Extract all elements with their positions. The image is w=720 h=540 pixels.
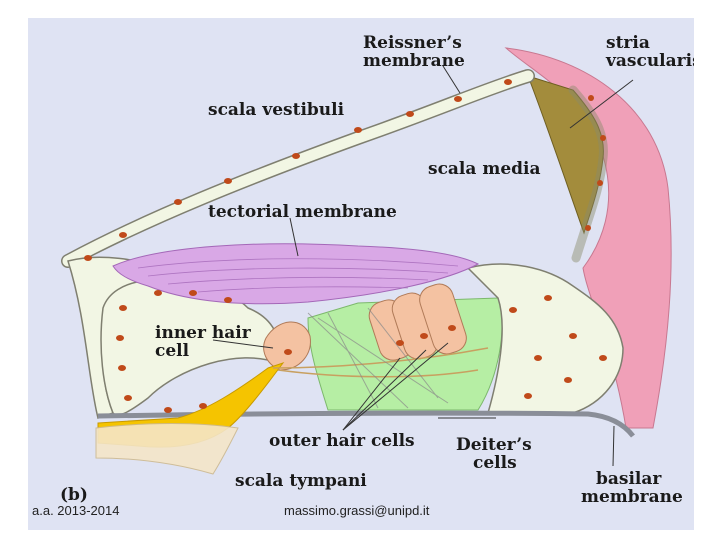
- svg-text:stria: stria: [606, 33, 650, 53]
- label-basilar-membrane-line1: basilar: [596, 469, 662, 489]
- panel-letter: (b): [60, 485, 88, 505]
- label-tectorial-membrane: tectorial membrane: [208, 202, 397, 222]
- label-stria-vascularis-line1: stria: [606, 33, 650, 53]
- tectorial-membrane-shape: [112, 243, 480, 305]
- label-reissners-membrane-line2: membrane: [363, 51, 465, 71]
- label-scala-media: scala media: [428, 159, 541, 179]
- cochlea-cross-section-diagram: Reissner’s membrane stria vascularis sca…: [28, 18, 694, 530]
- svg-text:vascularis: vascularis: [605, 51, 694, 71]
- svg-text:basilar: basilar: [596, 469, 662, 489]
- stria-vascularis: [527, 75, 604, 235]
- label-reissners-membrane-line1: Reissner’s: [363, 33, 462, 53]
- label-outer-hair-cells: outer hair cells: [269, 431, 415, 451]
- footer-course-year: a.a. 2013-2014: [32, 503, 120, 518]
- label-scala-tympani: scala tympani: [235, 471, 367, 491]
- label-scala-vestibuli: scala vestibuli: [208, 100, 345, 120]
- label-inner-hair-cell-line2: cell: [155, 341, 190, 361]
- footer-email: massimo.grassi@unipd.it: [284, 503, 430, 518]
- svg-text:cell: cell: [155, 341, 190, 361]
- svg-text:inner hair: inner hair: [155, 323, 252, 343]
- hensen-claudius-cells: [466, 263, 624, 414]
- label-deiters-cells-line1: Deiter’s: [456, 435, 532, 455]
- svg-text:cells: cells: [473, 453, 517, 473]
- cell-nuclei: [84, 79, 607, 413]
- svg-text:Deiter’s: Deiter’s: [456, 435, 532, 455]
- svg-text:membrane: membrane: [581, 487, 683, 507]
- leader-lines: [212, 65, 634, 467]
- osseous-spiral-lamina: [95, 423, 239, 475]
- label-basilar-membrane-line2: membrane: [581, 487, 683, 507]
- inner-hair-cell: [263, 321, 311, 371]
- stria-cell-border: [568, 85, 608, 263]
- svg-text:Reissner’s: Reissner’s: [363, 33, 462, 53]
- label-deiters-cells-line2: cells: [473, 453, 517, 473]
- svg-text:membrane: membrane: [363, 51, 465, 71]
- outer-hair-cells-group: [368, 283, 467, 361]
- label-inner-hair-cell-line1: inner hair: [155, 323, 252, 343]
- label-stria-vascularis-line2: vascularis: [605, 51, 694, 71]
